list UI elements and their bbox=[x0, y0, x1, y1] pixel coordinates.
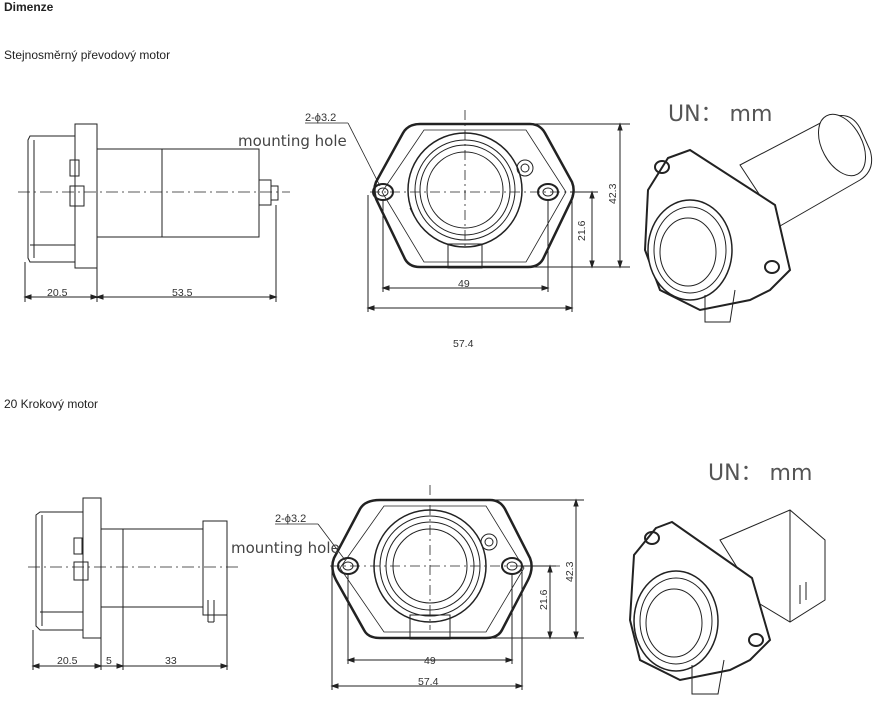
stepper-front-dim-57-4: 57.4 bbox=[418, 676, 439, 688]
dc-front-dim-57-4: 57.4 bbox=[453, 338, 474, 350]
dc-motor-front-view bbox=[305, 110, 630, 312]
dc-side-dim-2: 53.5 bbox=[172, 287, 193, 299]
stepper-unit-label: UN： mm bbox=[708, 461, 812, 486]
section-2-caption: 20 Krokový motor bbox=[4, 397, 99, 411]
dc-side-dim-1: 20.5 bbox=[47, 287, 68, 299]
dc-front-dim-21-6: 21.6 bbox=[576, 220, 588, 241]
stepper-front-dim-42-3: 42.3 bbox=[564, 561, 576, 582]
section-1-caption: Stejnosměrný převodový motor bbox=[4, 48, 171, 62]
stepper-motor-drawing: 20.5 5 33 2-ϕ3.2 mount bbox=[28, 461, 826, 695]
dc-hole-label: 2-ϕ3.2 bbox=[305, 112, 336, 124]
stepper-side-dim-3: 33 bbox=[165, 655, 177, 667]
stepper-hole-label: 2-ϕ3.2 bbox=[275, 513, 306, 525]
dc-motor-iso-view bbox=[643, 113, 873, 323]
stepper-mounting-label: mounting hole bbox=[231, 539, 340, 557]
stepper-motor-side-view bbox=[28, 497, 240, 670]
dc-unit-label: UN： mm bbox=[668, 102, 772, 127]
stepper-front-dim-21-6: 21.6 bbox=[538, 589, 550, 610]
dc-front-dim-42-3: 42.3 bbox=[607, 183, 619, 204]
dc-motor-side-view bbox=[18, 123, 290, 302]
page-heading: Dimenze bbox=[4, 0, 54, 14]
stepper-side-dim-1: 20.5 bbox=[57, 655, 78, 667]
stepper-side-dim-2: 5 bbox=[106, 655, 112, 667]
stepper-front-dim-49: 49 bbox=[424, 655, 436, 667]
stepper-motor-front-view bbox=[275, 485, 584, 690]
stepper-motor-iso-view bbox=[628, 509, 826, 695]
dc-gear-motor-drawing: 20.5 53.5 2 bbox=[18, 102, 873, 350]
dc-mounting-label: mounting hole bbox=[238, 132, 347, 150]
dc-front-dim-49: 49 bbox=[458, 278, 470, 290]
